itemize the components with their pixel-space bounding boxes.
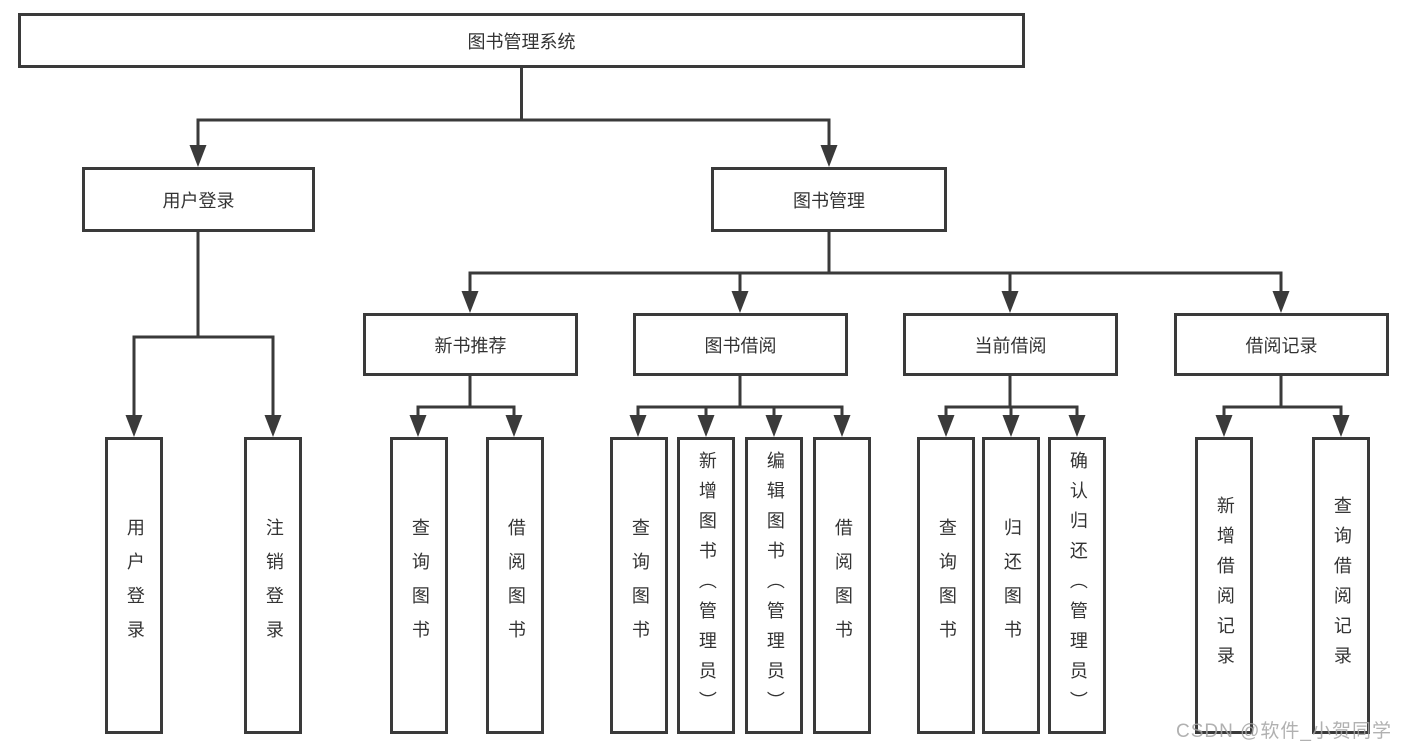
arrow-down-icon [1001, 291, 1019, 313]
leaf-query-book-borrow-label: 查询图书 [629, 517, 650, 654]
leaf-query-borrow-record-label: 查询借阅记录 [1331, 495, 1352, 676]
leaf-borrow-book-borrow: 借阅图书 [813, 437, 871, 734]
leaf-user-login-label: 用户登录 [124, 517, 145, 654]
leaf-confirm-return-admin-label: 确认归还（管理员） [1067, 450, 1088, 721]
node-root: 图书管理系统 [18, 13, 1025, 68]
arrow-down-icon [820, 145, 838, 167]
csdn-watermark: CSDN @软件_小贺同学 [1176, 721, 1392, 742]
leaf-return-book-label: 归还图书 [1001, 517, 1022, 654]
leaf-query-book-rec-label: 查询图书 [409, 517, 430, 654]
node-new-book-rec-label: 新书推荐 [434, 335, 507, 356]
node-user-login-label: 用户登录 [162, 190, 235, 211]
node-book-mgmt: 图书管理 [711, 167, 947, 232]
arrow-down-icon [125, 415, 143, 437]
arrow-down-icon [1068, 415, 1086, 437]
arrow-down-icon [833, 415, 851, 437]
leaf-query-book-current-label: 查询图书 [936, 517, 957, 654]
arrow-down-icon [697, 415, 715, 437]
leaf-query-borrow-record: 查询借阅记录 [1312, 437, 1370, 734]
leaf-borrow-book-borrow-label: 借阅图书 [832, 517, 853, 654]
leaf-confirm-return-admin: 确认归还（管理员） [1048, 437, 1106, 734]
node-user-login: 用户登录 [82, 167, 315, 232]
leaf-add-book-admin-label: 新增图书（管理员） [696, 450, 717, 721]
leaf-edit-book-admin-label: 编辑图书（管理员） [764, 450, 785, 721]
node-root-label: 图书管理系统 [467, 31, 576, 52]
arrow-down-icon [629, 415, 647, 437]
node-new-book-rec: 新书推荐 [363, 313, 578, 376]
arrow-down-icon [1002, 415, 1020, 437]
leaf-logout: 注销登录 [244, 437, 302, 734]
arrow-down-icon [189, 145, 207, 167]
node-current-borrow-label: 当前借阅 [974, 335, 1047, 356]
arrow-down-icon [264, 415, 282, 437]
leaf-borrow-book-rec: 借阅图书 [486, 437, 544, 734]
arrow-down-icon [731, 291, 749, 313]
node-book-borrow-label: 图书借阅 [704, 335, 777, 356]
leaf-add-book-admin: 新增图书（管理员） [677, 437, 735, 734]
arrow-down-icon [1272, 291, 1290, 313]
arrow-down-icon [409, 415, 427, 437]
node-book-mgmt-label: 图书管理 [793, 190, 865, 211]
arrow-down-icon [765, 415, 783, 437]
leaf-return-book: 归还图书 [982, 437, 1040, 734]
arrow-down-icon [937, 415, 955, 437]
arrow-down-icon [461, 291, 479, 313]
arrow-down-icon [505, 415, 523, 437]
leaf-query-book-current: 查询图书 [917, 437, 975, 734]
leaf-logout-label: 注销登录 [263, 517, 284, 654]
arrow-down-icon [1332, 415, 1350, 437]
leaf-borrow-book-rec-label: 借阅图书 [505, 517, 526, 654]
arrow-down-icon [1215, 415, 1233, 437]
leaf-add-borrow-record: 新增借阅记录 [1195, 437, 1253, 734]
node-book-borrow: 图书借阅 [633, 313, 848, 376]
node-current-borrow: 当前借阅 [903, 313, 1118, 376]
leaf-query-book-borrow: 查询图书 [610, 437, 668, 734]
leaf-user-login: 用户登录 [105, 437, 163, 734]
leaf-add-borrow-record-label: 新增借阅记录 [1214, 495, 1235, 676]
node-borrow-record-label: 借阅记录 [1245, 335, 1318, 356]
leaf-edit-book-admin: 编辑图书（管理员） [745, 437, 803, 734]
node-borrow-record: 借阅记录 [1174, 313, 1389, 376]
leaf-query-book-rec: 查询图书 [390, 437, 448, 734]
